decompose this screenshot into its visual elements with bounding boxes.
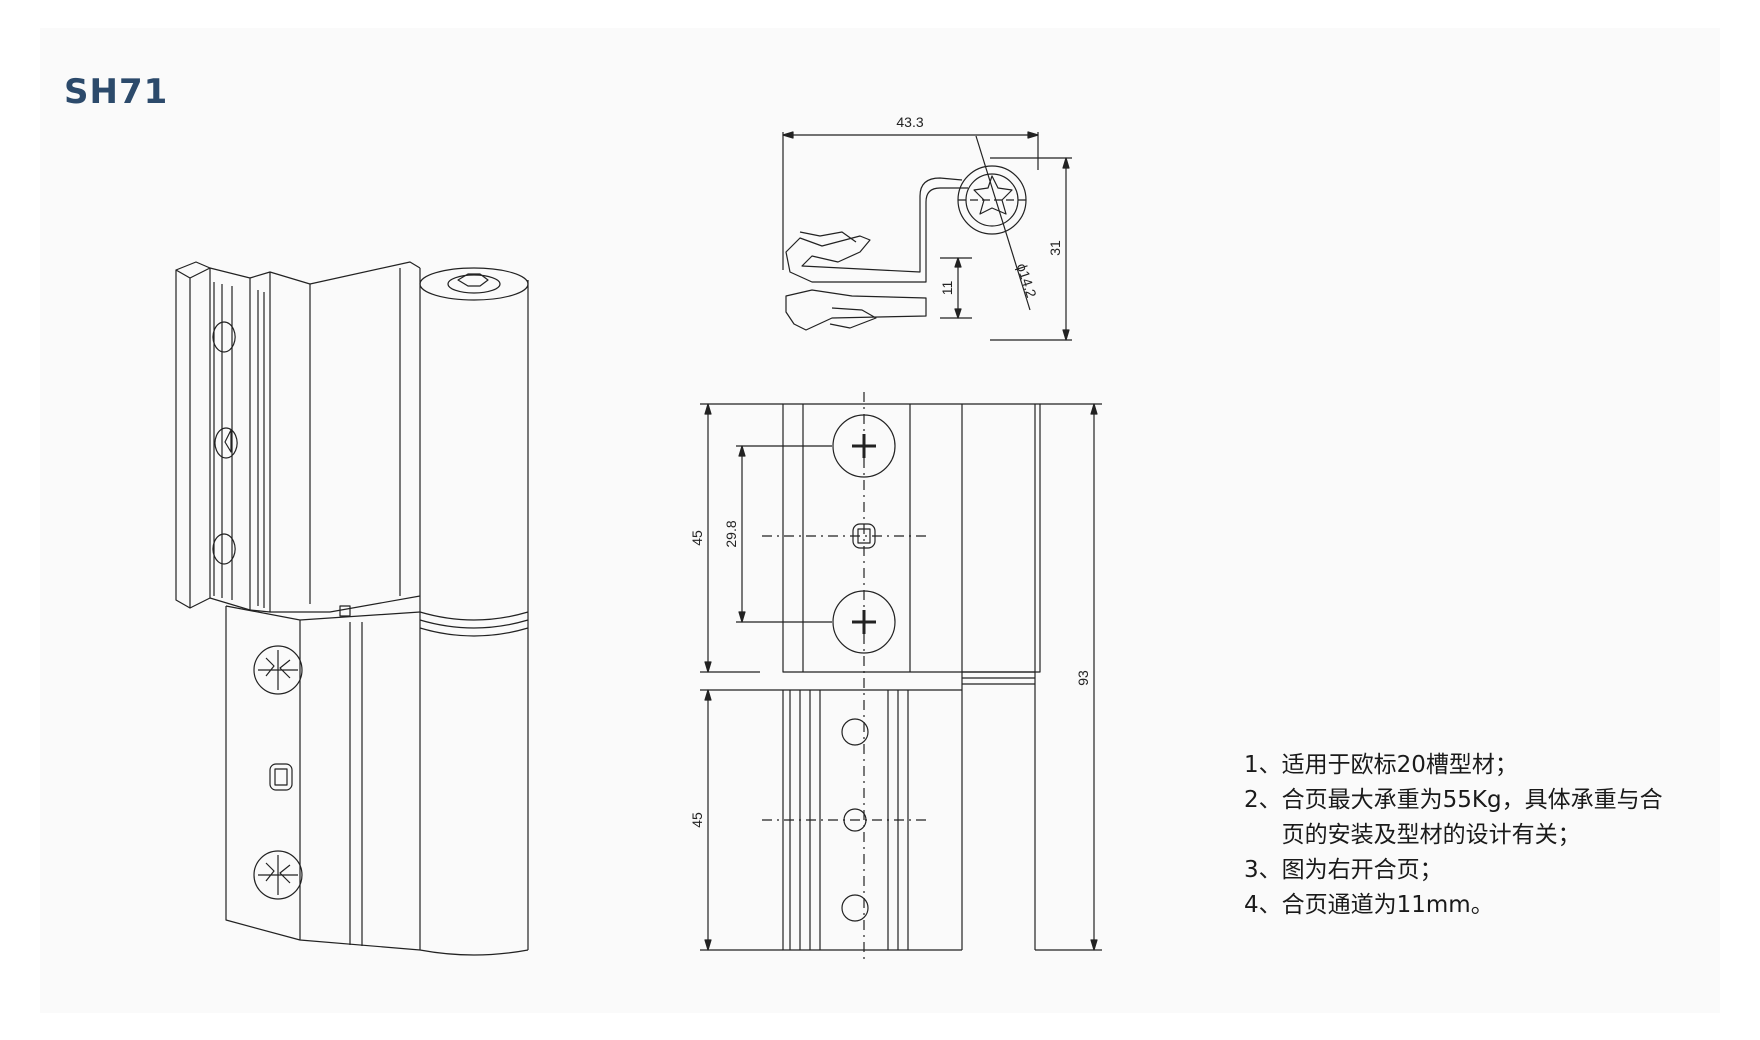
dim-total-height: 93 bbox=[1075, 670, 1091, 686]
note-item: 3、 图为右开合页； bbox=[1244, 853, 1664, 888]
model-title: SH71 bbox=[64, 72, 169, 112]
dim-upper-leaf-height: 45 bbox=[689, 530, 705, 546]
note-text: 图为右开合页； bbox=[1281, 857, 1443, 883]
note-text: 适用于欧标20槽型材； bbox=[1281, 752, 1518, 778]
drawing-sheet bbox=[40, 28, 1720, 1013]
note-number: 1、 bbox=[1244, 752, 1282, 778]
dim-channel-height: 11 bbox=[939, 281, 955, 296]
dim-top-height: 31 bbox=[1047, 240, 1063, 256]
dim-top-width: 43.3 bbox=[896, 114, 923, 130]
dim-pin-diameter: ϕ14.2 bbox=[1014, 261, 1040, 300]
dim-lower-leaf-height: 45 bbox=[689, 812, 705, 828]
note-text: 合页通道为11mm。 bbox=[1281, 892, 1494, 918]
spec-notes: 1、 适用于欧标20槽型材； 2、 合页最大承重为55Kg，具体承重与合页的安装… bbox=[1244, 748, 1664, 923]
note-item: 1、 适用于欧标20槽型材； bbox=[1244, 748, 1664, 783]
note-number: 2、 bbox=[1244, 787, 1282, 813]
note-item: 2、 合页最大承重为55Kg，具体承重与合页的安装及型材的设计有关； bbox=[1244, 783, 1664, 853]
hinge-isometric-view bbox=[175, 261, 529, 956]
dim-screw-spacing: 29.8 bbox=[723, 520, 739, 547]
note-text: 合页最大承重为55Kg，具体承重与合页的安装及型材的设计有关； bbox=[1281, 787, 1663, 848]
note-item: 4、 合页通道为11mm。 bbox=[1244, 888, 1664, 923]
hinge-front-view bbox=[700, 392, 1102, 962]
note-number: 4、 bbox=[1244, 892, 1282, 918]
hinge-top-view bbox=[782, 131, 1072, 341]
note-number: 3、 bbox=[1244, 857, 1282, 883]
